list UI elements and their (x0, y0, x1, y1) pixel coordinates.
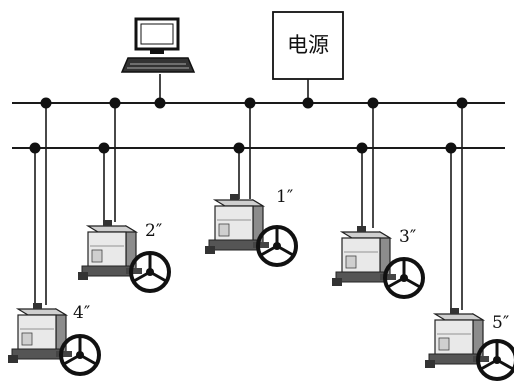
actuator-4-upper-node (41, 98, 52, 109)
actuator-1-label: 1″ (276, 187, 293, 207)
actuator-1: 1″ (205, 98, 296, 266)
computer-terminal-icon (122, 19, 194, 72)
actuator-3-lower-node (357, 143, 368, 154)
actuator-2: 2″ (78, 98, 169, 292)
power-supply-label: 电源 (287, 33, 329, 57)
actuator-5-upper-node (457, 98, 468, 109)
actuator-4-label: 4″ (73, 303, 90, 323)
power-bus-node (303, 98, 314, 109)
actuator-3-label: 3″ (399, 227, 416, 247)
actuator-3-upper-node (368, 98, 379, 109)
actuator-5: 5″ (425, 98, 514, 380)
actuator-2-label: 2″ (145, 221, 162, 241)
power-supply-box: 电源 (273, 12, 343, 79)
actuator-4: 4″ (8, 98, 99, 375)
actuator-2-lower-node (99, 143, 110, 154)
actuator-5-lower-node (446, 143, 457, 154)
actuator-1-upper-node (245, 98, 256, 109)
actuator-1-lower-node (234, 143, 245, 154)
actuator-5-label: 5″ (492, 313, 509, 333)
actuator-2-upper-node (110, 98, 121, 109)
actuator-3: 3″ (332, 98, 423, 298)
actuator-4-lower-node (30, 143, 41, 154)
computer-bus-node (155, 98, 166, 109)
